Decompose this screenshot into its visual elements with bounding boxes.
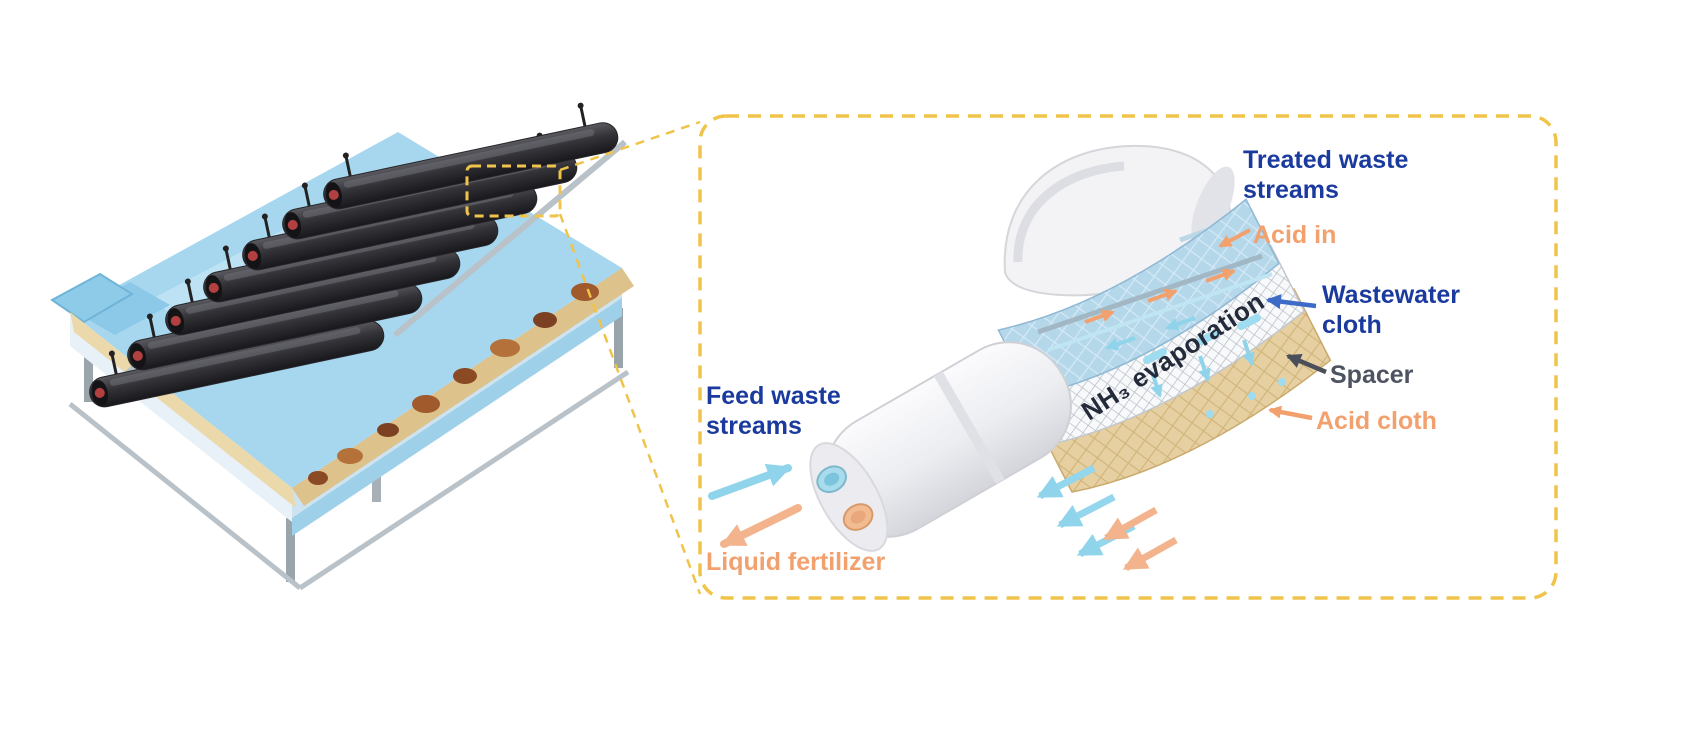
spacer-label: Spacer — [1330, 361, 1414, 389]
feed-waste-streams-label: Feed waste streams — [706, 382, 841, 440]
acid-cloth-pointer — [1268, 405, 1313, 421]
zoom-highlight-box — [465, 164, 562, 218]
fertilizer-nozzle — [842, 503, 874, 531]
tray-rim-left — [70, 312, 296, 508]
detail-box — [698, 114, 1558, 600]
spacer-pointer — [1285, 353, 1327, 375]
label-pointers — [1218, 228, 1327, 421]
acid-cloth-label: Acid cloth — [1316, 407, 1437, 435]
treated-waste-streams-label: Treated waste streams — [1243, 146, 1409, 204]
evaporation-arrows — [1142, 313, 1286, 418]
media-rocks — [308, 283, 599, 485]
zoom-connector-top — [559, 120, 701, 172]
rod-flow-arrows — [1084, 268, 1236, 351]
module-array-illustration — [50, 102, 702, 595]
stream-exit-arrows — [1036, 464, 1178, 572]
membrane-tubes — [89, 102, 619, 408]
module-cylinder — [809, 341, 1072, 552]
tube-rail — [393, 139, 627, 338]
tray-water-band — [292, 298, 622, 536]
wastewater-cloth-label: Wastewater cloth — [1322, 281, 1461, 339]
liquid-fertilizer-label: Liquid fertilizer — [706, 548, 886, 576]
fertilizer-arrow — [720, 504, 802, 548]
feed-arrow — [708, 463, 792, 500]
water-dark-corner — [75, 282, 170, 335]
acid-in-pointer — [1218, 228, 1251, 248]
zoom-connector-bottom — [558, 213, 702, 595]
acid-in-label: Acid in — [1253, 221, 1337, 249]
wastewater-cloth-pointer — [1265, 294, 1317, 310]
detail-view — [698, 114, 1558, 600]
feed-nozzle — [816, 465, 847, 494]
